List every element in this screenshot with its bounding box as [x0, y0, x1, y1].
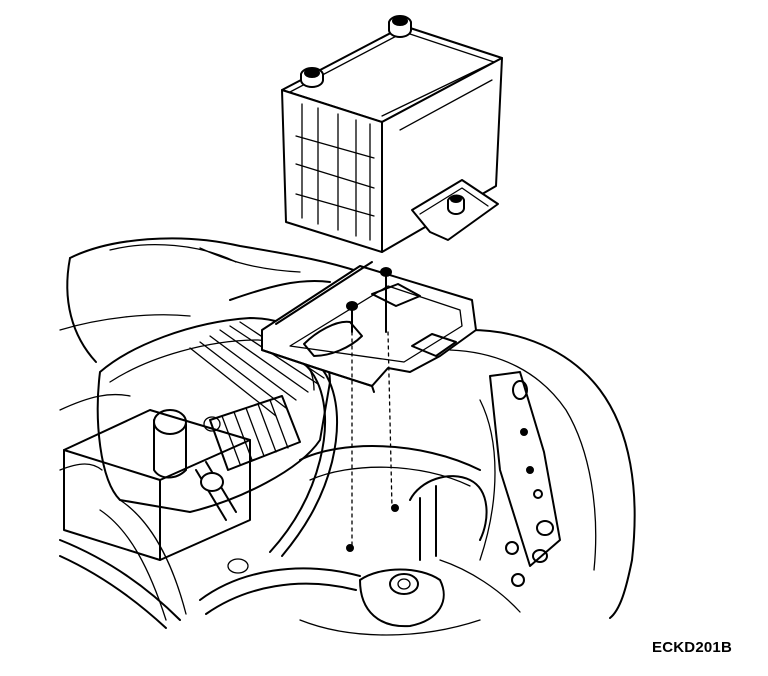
relay-box [63, 409, 251, 574]
engine-bay-background [59, 237, 361, 471]
battery [281, 15, 503, 253]
battery-tray [261, 261, 477, 393]
suspension-well [299, 445, 521, 636]
mounting-bolts [346, 267, 393, 549]
hoses [59, 357, 361, 629]
figure-code: ECKD201B [652, 639, 732, 656]
inner-fender [449, 329, 636, 619]
